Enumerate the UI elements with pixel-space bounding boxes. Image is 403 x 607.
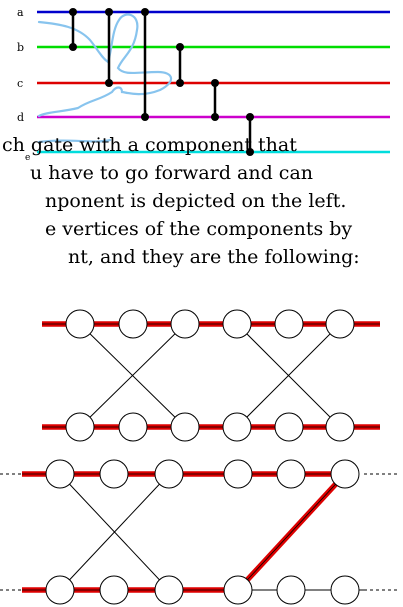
top-vertex-r2-c1	[65, 412, 95, 442]
wire-e: e	[25, 150, 390, 163]
top-vertex-r1-c4	[222, 309, 252, 339]
wire-a-label: a	[17, 6, 24, 19]
cross-edges-bottom	[59, 473, 170, 591]
top-vertex-r2-c4	[222, 412, 252, 442]
bottom-vertex-r2-c6	[330, 575, 360, 605]
gate-a-d	[141, 8, 149, 121]
cross-edge-2	[79, 323, 186, 428]
bottom-cross-edge-2	[59, 473, 170, 591]
circuit-diagram: a b c d e	[17, 6, 390, 163]
wire-b-label: b	[17, 41, 24, 54]
gate-a-d-dot-bottom	[141, 113, 149, 121]
top-vertex-r2-c3	[170, 412, 200, 442]
text-line-5: nt, and they are the following:	[68, 246, 360, 268]
top-vertex-r2-c5	[274, 412, 304, 442]
gate-c-d-dot-top	[211, 79, 219, 87]
gate-d-e	[246, 113, 254, 156]
gate-b-c-dot-bottom	[176, 79, 184, 87]
bottom-vertex-r1-c4	[223, 459, 253, 489]
drawn-path	[37, 13, 173, 144]
bottom-vertex-r1-c6	[330, 459, 360, 489]
gate-a-d-dot-top	[141, 8, 149, 16]
wire-d: d	[17, 111, 390, 124]
bottom-vertex-r2-c5	[276, 575, 306, 605]
gate-c-d	[211, 79, 219, 121]
wire-d-label: d	[17, 111, 24, 124]
text-line-3: nponent is depicted on the left.	[45, 190, 347, 212]
bottom-vertex-r1-c3	[154, 459, 184, 489]
diagonal-black-edge	[237, 473, 346, 591]
bottom-vertex-r2-c3	[154, 575, 184, 605]
gate-d-e-dot-top	[246, 113, 254, 121]
wire-c: c	[17, 77, 390, 90]
bottom-vertices	[45, 459, 360, 605]
bottom-vertex-r1-c5	[276, 459, 306, 489]
text-line-1: ch gate with a component that	[2, 134, 297, 156]
bottom-vertex-r1-c2	[99, 459, 129, 489]
bottom-vertex-r2-c2	[99, 575, 129, 605]
cross-edge-4	[236, 323, 341, 428]
gate-c-d-dot-bottom	[211, 113, 219, 121]
wire-c-label: c	[17, 77, 23, 90]
gate-b-c	[176, 43, 184, 87]
wire-e-label: e	[25, 153, 30, 163]
gate-a-c	[105, 8, 113, 87]
top-vertex-r1-c3	[170, 309, 200, 339]
bottom-vertex-r2-c4	[223, 575, 253, 605]
top-vertex-r1-c2	[118, 309, 148, 339]
gate-d-e-dot-bottom	[246, 148, 254, 156]
bottom-vertex-r1-c1	[45, 459, 75, 489]
component-graph-top	[42, 309, 380, 442]
top-vertex-r1-c5	[274, 309, 304, 339]
gate-a-c-dot-bottom	[105, 79, 113, 87]
gate-b-c-dot-top	[176, 43, 184, 51]
gate-a-b-dot-bottom	[69, 43, 77, 51]
cross-edges-top	[79, 323, 341, 428]
gate-a-b-dot-top	[69, 8, 77, 16]
top-vertices	[65, 309, 355, 442]
wire-a: a	[17, 6, 390, 19]
component-graph-bottom	[0, 459, 400, 605]
top-vertex-r1-c1	[65, 309, 95, 339]
top-vertex-r1-c6	[325, 309, 355, 339]
bottom-vertex-r2-c1	[45, 575, 75, 605]
text-line-2: u have to go forward and can	[30, 162, 314, 184]
gate-a-c-dot-top	[105, 8, 113, 16]
bottom-diagonal-highlight	[235, 472, 348, 592]
top-vertex-r2-c2	[118, 412, 148, 442]
text-line-4: e vertices of the components by	[45, 218, 353, 240]
gate-a-b	[69, 8, 77, 51]
top-vertex-r2-c6	[325, 412, 355, 442]
